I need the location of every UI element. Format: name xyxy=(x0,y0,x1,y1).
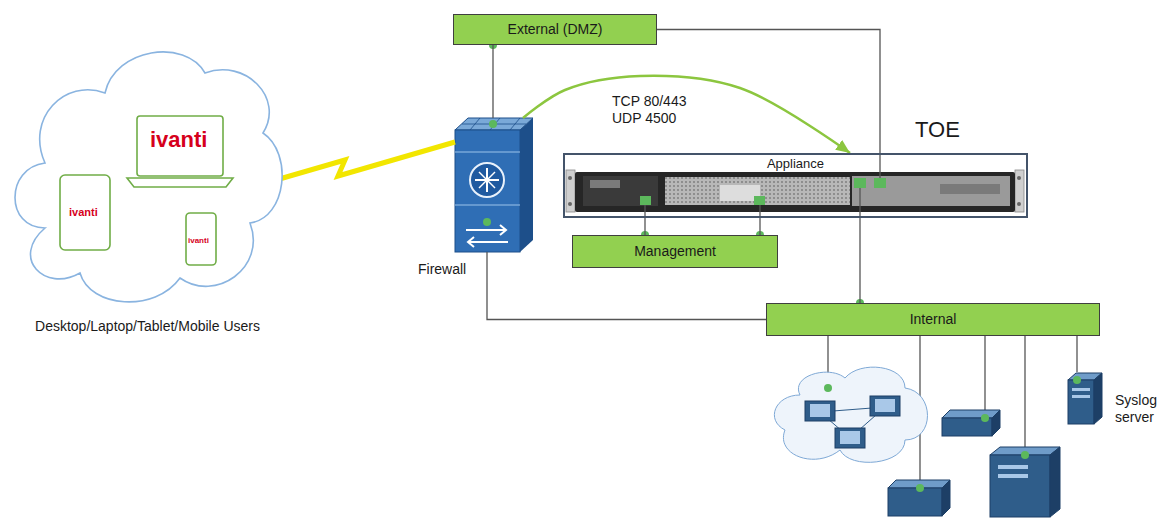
firewall-icon xyxy=(510,118,520,130)
network-link xyxy=(759,218,760,235)
appliance-chassis xyxy=(874,178,886,188)
user-cloud: Desktop/Laptop/Tablet/Mobile Users xyxy=(5,28,290,340)
firewall-icon xyxy=(468,237,508,247)
zone-band: Internal xyxy=(766,303,1100,336)
device-icon xyxy=(137,116,223,176)
internal-network-icons xyxy=(990,455,1050,517)
brand-logo: ivanti xyxy=(69,206,98,219)
internal-network-icons xyxy=(992,410,1000,436)
appliance-chassis xyxy=(940,184,1000,194)
zone-band: Management xyxy=(572,235,778,268)
node-text: Appliance xyxy=(565,156,1026,172)
network-link xyxy=(657,30,880,154)
firewall-icon xyxy=(466,225,506,235)
firewall-icon xyxy=(483,218,491,226)
cloud-outline xyxy=(5,28,290,340)
firewall-icon xyxy=(455,205,520,206)
connection-dot xyxy=(1021,451,1029,459)
appliance-chassis xyxy=(1017,176,1021,180)
appliance-chassis xyxy=(568,202,572,206)
network-link xyxy=(644,218,645,235)
internal-network-icons xyxy=(1094,373,1102,424)
connection-dot xyxy=(824,384,832,392)
connection-dot xyxy=(1073,376,1081,384)
appliance-chassis xyxy=(1017,202,1021,206)
device-icon xyxy=(60,175,110,250)
appliance-chassis xyxy=(859,188,860,218)
firewall-icon xyxy=(479,172,495,188)
appliance-chassis xyxy=(575,172,1015,212)
node-text: Firewall xyxy=(418,261,466,278)
zone-band: External (DMZ) xyxy=(453,14,657,45)
internal-network-icons xyxy=(1068,380,1094,424)
appliance-chassis xyxy=(665,177,850,205)
appliance-chassis xyxy=(583,176,658,206)
internal-network-icons xyxy=(998,474,1028,478)
appliance-chassis xyxy=(754,196,765,205)
internal-network-icons xyxy=(984,336,985,418)
firewall-icon xyxy=(489,120,497,128)
firewall-node: Firewall xyxy=(415,118,535,283)
node-text: Internal xyxy=(910,311,957,328)
appliance-chassis xyxy=(640,196,651,205)
internal-network-icons xyxy=(774,367,927,462)
wireless-link xyxy=(276,142,455,180)
network-link xyxy=(1076,336,1077,372)
appliance-chassis xyxy=(1015,170,1024,212)
appliance-chassis xyxy=(879,153,880,178)
internal-network-icons xyxy=(840,431,860,444)
protocol-label: TCP 80/443 UDP 4500 xyxy=(610,93,696,127)
network-link xyxy=(859,218,860,303)
appliance-box: TOEAppliance xyxy=(563,153,1028,218)
internal-network-icons xyxy=(1072,395,1090,398)
device-icon xyxy=(186,213,216,265)
appliance-chassis xyxy=(568,176,572,180)
network-link xyxy=(487,283,766,320)
cloud-outline xyxy=(15,52,282,302)
firewall-icon xyxy=(520,118,533,252)
internal-network-icons xyxy=(810,404,830,417)
firewall-icon xyxy=(470,163,504,197)
internal-network-icons xyxy=(774,336,1102,517)
syslog-server: Syslog server xyxy=(1065,372,1165,430)
connection-dot xyxy=(489,41,1081,492)
internal-network-icons xyxy=(1050,447,1060,517)
node-text: Desktop/Laptop/Tablet/Mobile Users xyxy=(5,318,290,335)
internal-network-icons xyxy=(1072,388,1090,391)
firewall-icon xyxy=(486,252,487,283)
firewall-icon xyxy=(470,118,480,130)
internal-network-icons xyxy=(805,401,835,421)
connection-dot xyxy=(981,414,989,422)
node-text: TOE xyxy=(915,117,960,143)
appliance-chassis xyxy=(590,180,620,188)
firewall-icon xyxy=(455,118,533,283)
traffic-arrow xyxy=(523,76,850,153)
firewall-icon xyxy=(455,152,520,153)
internal-network-icons xyxy=(942,480,950,516)
device-icon xyxy=(127,178,233,187)
internal-network-icons xyxy=(835,428,865,448)
internal-network-icons xyxy=(888,488,942,516)
device-icon xyxy=(60,116,233,265)
appliance-chassis xyxy=(852,176,1010,206)
network-link xyxy=(492,45,493,118)
firewall-icon xyxy=(490,118,500,130)
internal-network-icons xyxy=(998,465,1028,469)
appliance-chassis xyxy=(854,178,866,188)
node-text: Syslog server xyxy=(1115,392,1167,426)
brand-logo: ivanti xyxy=(188,236,209,246)
connection-dot xyxy=(916,484,924,492)
internal-network-icons xyxy=(942,410,1000,418)
node-text: External (DMZ) xyxy=(508,21,603,38)
internal-network-icons xyxy=(870,396,900,416)
internal-network-icons xyxy=(875,399,895,412)
firewall-icon xyxy=(455,118,533,130)
node-text: Management xyxy=(634,243,716,260)
internal-network-icons xyxy=(1024,336,1025,455)
firewall-icon xyxy=(455,130,520,252)
firewall-icon xyxy=(479,172,495,188)
brand-logo: ivanti xyxy=(150,127,207,153)
appliance-chassis xyxy=(566,170,575,212)
